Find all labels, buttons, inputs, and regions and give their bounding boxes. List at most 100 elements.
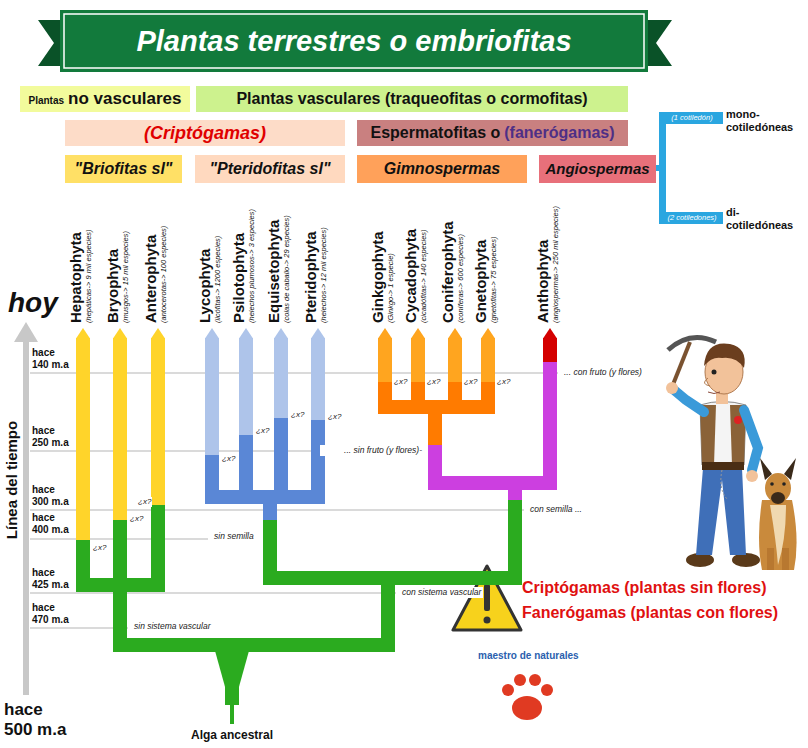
- node-content: Gimnospermas: [384, 159, 500, 179]
- band-label: Gimnospermas: [384, 159, 500, 179]
- taxon-label: Lycophyta(licófitas-> 1200 especies): [196, 187, 228, 325]
- arrow-head: [113, 328, 127, 339]
- arrow-head: [481, 328, 495, 339]
- node-content: Equisetophyta(colas de caballo-> 29 espe…: [265, 189, 292, 323]
- band-label: Plantas: [29, 95, 65, 107]
- taxon-name: Cycadophyta: [402, 189, 419, 323]
- node-content: Anterophyta(antocerotas-> 100 especies): [142, 189, 169, 323]
- taxon-name: Coniferophyta: [439, 189, 456, 323]
- taxon-note: (gnetófitas-> 75 especies): [489, 189, 499, 323]
- explorer-figure: [666, 382, 678, 394]
- now-label: hoy: [8, 288, 58, 318]
- taxon-note: (helechos plumosos-> 3 especies): [247, 189, 257, 323]
- taxon-note: (coníferas-> 600 especies): [456, 189, 466, 323]
- branch-segment: [232, 520, 388, 705]
- branch-segment: [113, 338, 127, 520]
- lineage-branch: [76, 328, 232, 724]
- group-band: Gimnospermas: [357, 155, 527, 183]
- logo-text: maestro de naturales: [478, 650, 579, 662]
- title-banner: [60, 10, 648, 72]
- branch-note: ... sin fruto (y flores)-: [320, 445, 424, 456]
- band-label: Angiospermas: [545, 159, 649, 179]
- branch-segment: [232, 500, 515, 705]
- lineage-branch: [120, 328, 232, 724]
- cotyledon-bracket: [659, 212, 723, 224]
- taxon-note: (Ginkgo-> 1 especie): [386, 189, 396, 323]
- arrow-head: [543, 328, 557, 339]
- lineage-branch: [232, 328, 388, 724]
- group-band: Angiospermas: [539, 155, 656, 183]
- root-label: Alga ancestral: [182, 727, 282, 743]
- explorer-figure: [721, 470, 728, 500]
- branch-note: ... con fruto (y flores): [562, 367, 644, 378]
- branch-segment: [385, 382, 435, 445]
- explorer-figure: [708, 392, 720, 394]
- taxon-name: Ginkgophyta: [369, 189, 386, 323]
- taxon-note: (musgos-> 15 mil especies): [121, 189, 131, 323]
- group-band: "Briofitas sl": [65, 155, 182, 183]
- node-content: Alga ancestral: [191, 727, 273, 743]
- extinction-mark: ¿x?: [221, 454, 236, 464]
- bracket-label: mono- cotiledóneas: [726, 108, 802, 134]
- branch-segment: [435, 382, 488, 445]
- branch-segment: [481, 338, 495, 382]
- branch-segment: [543, 338, 557, 362]
- node-content: Bryophyta(musgos-> 15 mil especies): [104, 189, 131, 323]
- taxon-label: Coniferophyta(coníferas-> 600 especies): [439, 187, 471, 325]
- diagram-title: Plantas terrestres o embriofitas: [62, 14, 646, 68]
- time-label: hace 400 m.a: [32, 512, 72, 536]
- branch-segment: [76, 338, 90, 540]
- branch-note: con sistema vascular: [400, 587, 483, 598]
- node-content: Angiospermas: [545, 159, 649, 179]
- branch-segment: [151, 338, 165, 505]
- paw-logo: [502, 684, 514, 696]
- time-axis: [23, 340, 29, 695]
- taxon-label: Anterophyta(antocerotas-> 100 especies): [142, 187, 174, 325]
- lineage-branch: [232, 328, 515, 724]
- branch-segment: [435, 445, 515, 500]
- taxon-name: Hepatophyta: [67, 189, 84, 323]
- lineage-branch: [232, 328, 557, 724]
- branch-segment: [120, 520, 232, 705]
- branch-segment: [435, 445, 515, 500]
- band-label: "Pteridofitas sl": [210, 159, 331, 179]
- arrow-head: [151, 328, 165, 339]
- explorer-figure: [666, 338, 760, 568]
- warning-sign: [484, 617, 491, 624]
- arrow-head: [411, 328, 425, 339]
- time-label: hace 250 m.a: [32, 425, 72, 449]
- extinction-mark: ¿x?: [426, 377, 441, 387]
- branch-segment: [435, 445, 515, 500]
- extinction-mark: ¿x?: [393, 377, 408, 387]
- dog-figure: [759, 458, 797, 570]
- taxon-name: Gnetophyta: [472, 189, 489, 323]
- warning-text: Criptógamas (plantas sin flores): [522, 578, 767, 598]
- extinction-mark: ¿x?: [496, 377, 511, 387]
- explorer-figure: [686, 553, 714, 567]
- lineage-branch: [232, 328, 388, 724]
- branch-segment: [270, 420, 318, 520]
- lineage-branch: [113, 328, 232, 724]
- explorer-figure: [696, 468, 746, 555]
- paw-logo: [512, 696, 542, 720]
- taxon-name: Anterophyta: [142, 189, 159, 323]
- node-content: Psilotophyta(helechos plumosos-> 3 espec…: [230, 189, 257, 323]
- node-content: Plantas vasculares (traqueofitas o cormo…: [236, 89, 587, 109]
- branch-segment: [239, 338, 253, 435]
- time-label: hace 140 m.a: [32, 347, 72, 371]
- time-axis: [14, 322, 38, 342]
- node-content: (Criptógamas): [144, 122, 266, 144]
- dog-figure: [770, 482, 774, 486]
- node-content: Pteridophyta(helechos-> 12 mil especies): [302, 189, 329, 323]
- explorer-figure: [746, 470, 758, 482]
- explorer-figure: [668, 338, 716, 351]
- band-label: Alga ancestral: [191, 727, 273, 743]
- band-label: (fanerógamas): [504, 123, 614, 143]
- time-label: hace 470 m.a: [32, 602, 72, 626]
- node-content: Anthophyta(angiospermas-> 250 mil especi…: [534, 189, 561, 323]
- time-guide: [30, 593, 396, 594]
- explorer-figure: [734, 416, 742, 424]
- bracket-note: (1 cotiledón): [662, 112, 722, 124]
- taxon-note: (cicadófitas-> 140 especies): [419, 189, 429, 323]
